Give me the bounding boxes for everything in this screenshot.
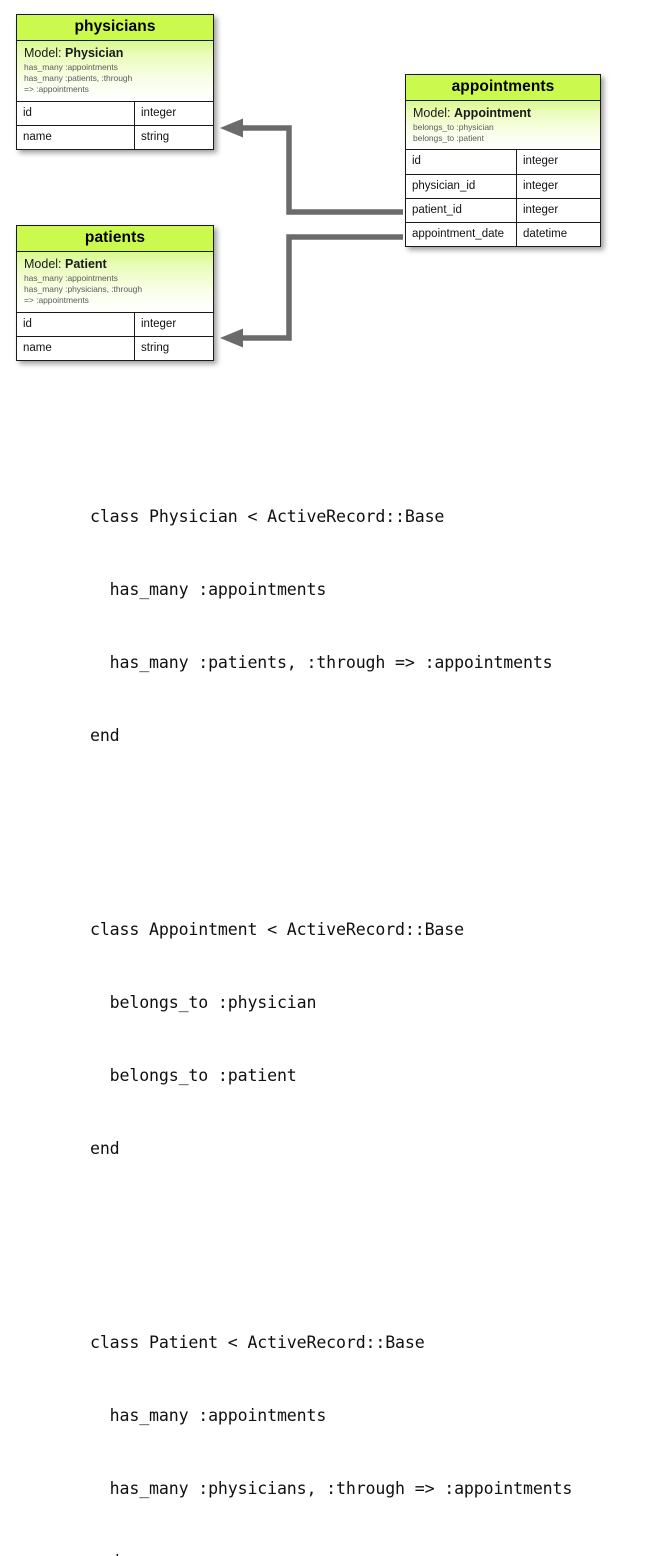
- entity-physicians-assoc-1: has_many :patients, :through: [24, 73, 133, 84]
- attribute-type: integer: [141, 106, 177, 119]
- connector-patient-fk-line: [243, 234, 403, 341]
- connector-physician-fk: [220, 118, 403, 215]
- code-line: end: [90, 1550, 650, 1556]
- attribute-name: id: [17, 312, 135, 336]
- entity-physicians-title: physicians: [17, 15, 213, 42]
- attribute-type: integer: [523, 179, 559, 192]
- entity-appointments-model: Model: Appointment belongs_to :physician…: [406, 101, 600, 151]
- code-line: has_many :appointments: [90, 1406, 327, 1426]
- entity-physicians-model-line: Model: Physician: [24, 46, 207, 62]
- attribute-name: id: [406, 150, 517, 174]
- entity-physicians-model: Model: Physician has_many :appointments …: [17, 41, 213, 102]
- attribute-type: integer: [523, 155, 559, 168]
- model-label: Model:: [24, 257, 62, 272]
- connector-patient-fk: [220, 234, 403, 348]
- entity-patients[interactable]: patients Model: Patient has_many :appoin…: [16, 225, 214, 362]
- attribute-type: string: [141, 130, 170, 143]
- code-block-appointment: class Appointment < ActiveRecord::Base b…: [90, 870, 650, 1210]
- table-row[interactable]: patient_id integer: [406, 198, 600, 224]
- code-line: class Physician < ActiveRecord::Base: [90, 507, 445, 527]
- attribute-name: name: [17, 125, 135, 150]
- table-row[interactable]: name string: [17, 125, 213, 150]
- code-line: end: [90, 1138, 120, 1158]
- code-line: has_many :patients, :through => :appoint…: [90, 652, 553, 672]
- attribute-name: appointment_date: [406, 223, 517, 247]
- entity-appointments-model-line: Model: Appointment: [413, 106, 594, 122]
- entity-patients-title: patients: [17, 226, 213, 253]
- source-code-listing: class Physician < ActiveRecord::Base has…: [90, 408, 650, 1556]
- entity-physicians-assoc-0: has_many :appointments: [24, 61, 118, 72]
- model-class-name: Appointment: [454, 106, 532, 121]
- model-label: Model:: [24, 46, 62, 61]
- code-line: class Appointment < ActiveRecord::Base: [90, 920, 464, 940]
- entity-patients-assoc-0: has_many :appointments: [24, 272, 118, 283]
- table-row[interactable]: id integer: [406, 150, 600, 175]
- table-row[interactable]: physician_id integer: [406, 174, 600, 199]
- table-row[interactable]: id integer: [17, 312, 213, 337]
- model-class-name: Patient: [65, 257, 107, 272]
- table-row[interactable]: name string: [17, 336, 213, 361]
- table-row[interactable]: id integer: [17, 101, 213, 126]
- code-block-physician: class Physician < ActiveRecord::Base has…: [90, 457, 650, 797]
- code-line: belongs_to :patient: [90, 1066, 297, 1086]
- model-class-name: Physician: [65, 46, 124, 61]
- entity-patients-model: Model: Patient has_many :appointments ha…: [17, 252, 213, 313]
- entity-physicians-assoc-2: => :appointments: [24, 84, 89, 95]
- code-line: belongs_to :physician: [90, 993, 317, 1013]
- connector-physician-fk-line: [243, 125, 403, 215]
- entity-appointments-assoc-1: belongs_to :patient: [413, 133, 484, 144]
- code-line: has_many :appointments: [90, 580, 327, 600]
- entity-appointments-assoc-0: belongs_to :physician: [413, 121, 494, 132]
- entity-patients-assoc-1: has_many :physicians, :through: [24, 284, 143, 295]
- attribute-name: patient_id: [406, 198, 517, 223]
- table-row[interactable]: appointment_date datetime: [406, 223, 600, 247]
- attribute-type: integer: [523, 203, 559, 216]
- attribute-type: integer: [141, 317, 177, 330]
- code-line: class Patient < ActiveRecord::Base: [90, 1333, 425, 1353]
- code-line: end: [90, 725, 120, 745]
- entity-physicians[interactable]: physicians Model: Physician has_many :ap…: [16, 14, 214, 151]
- attribute-type: string: [141, 341, 170, 354]
- code-line: has_many :physicians, :through => :appoi…: [90, 1479, 573, 1499]
- entity-appointments-title: appointments: [406, 75, 600, 102]
- attribute-name: name: [17, 336, 135, 361]
- attribute-name: id: [17, 101, 135, 125]
- model-label: Model:: [413, 106, 451, 121]
- er-diagram: physicians Model: Physician has_many :ap…: [0, 0, 657, 400]
- entity-patients-assoc-2: => :appointments: [24, 295, 89, 306]
- arrowhead-to-physicians: [220, 118, 243, 138]
- entity-appointments[interactable]: appointments Model: Appointment belongs_…: [405, 74, 601, 248]
- attribute-type: datetime: [523, 228, 568, 241]
- entity-patients-model-line: Model: Patient: [24, 257, 207, 273]
- code-block-patient: class Patient < ActiveRecord::Base has_m…: [90, 1283, 650, 1556]
- attribute-name: physician_id: [406, 174, 517, 198]
- arrowhead-to-patients: [220, 328, 243, 348]
